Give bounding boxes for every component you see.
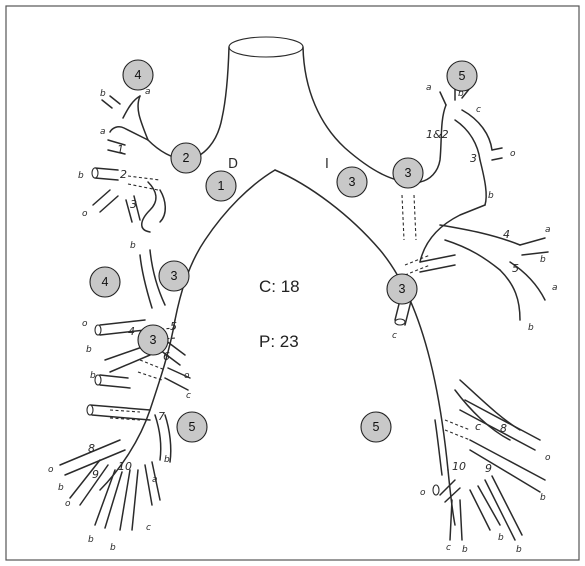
label-a: a	[552, 283, 558, 293]
marker-value: 3	[405, 166, 412, 180]
marker-circle: 3	[159, 261, 189, 291]
label-r3: 3	[130, 198, 137, 211]
label-o: o	[82, 209, 88, 219]
marker-circle: 5	[447, 61, 477, 91]
label-b: b	[110, 543, 116, 553]
label-r6: 6	[163, 350, 170, 363]
label-c: c	[392, 331, 397, 341]
label-b: b	[540, 255, 546, 265]
count-c-text: C: 18	[259, 277, 300, 296]
label-l8: 8	[500, 422, 507, 435]
label-l9: 9	[485, 462, 492, 475]
label-l-c: c	[475, 420, 481, 433]
label-b: b	[58, 483, 64, 493]
label-o: o	[65, 499, 71, 509]
label-o: o	[82, 319, 88, 329]
left-lower-branches	[433, 380, 545, 540]
label-o: o	[545, 453, 551, 463]
trachea	[185, 37, 420, 182]
label-a: a	[545, 225, 551, 235]
label-b: b	[78, 171, 84, 181]
marker-value: 5	[459, 69, 466, 83]
segment-markers: 4 5 2 1 3 3 4 3 3 3 5 5	[90, 60, 477, 442]
marker-circle: 4	[90, 267, 120, 297]
label-c: c	[476, 105, 481, 115]
label-l3: 3	[470, 152, 477, 165]
label-b: b	[462, 545, 468, 555]
marker-value: 4	[135, 68, 142, 82]
marker-circle: 4	[123, 60, 153, 90]
label-1-2: 1&2	[426, 128, 449, 141]
label-a: a	[152, 475, 158, 485]
label-b: b	[130, 241, 136, 251]
marker-circle: 5	[361, 412, 391, 442]
marker-circle: 5	[177, 412, 207, 442]
label-b: b	[100, 89, 106, 99]
label-l4: 4	[503, 228, 510, 241]
marker-circle: 3	[138, 325, 168, 355]
label-r8: 8	[88, 442, 95, 455]
marker-value: 3	[399, 282, 406, 296]
marker-value: 3	[349, 175, 356, 189]
label-r9: 9	[92, 468, 99, 481]
label-b: b	[528, 323, 534, 333]
label-b: b	[516, 545, 522, 555]
label-r2: 2	[120, 168, 127, 181]
label-d: D	[228, 157, 238, 172]
right-lower-branches	[60, 250, 190, 530]
label-c: c	[186, 391, 191, 401]
marker-circle: 3	[337, 167, 367, 197]
marker-value: 1	[218, 179, 225, 193]
label-r10: 10	[118, 460, 132, 473]
label-c: c	[446, 543, 451, 553]
label-b: b	[540, 493, 546, 503]
label-o: o	[510, 149, 516, 159]
marker-value: 3	[150, 333, 157, 347]
marker-value: 5	[373, 420, 380, 434]
marker-circle: 1	[206, 171, 236, 201]
marker-circle: 3	[393, 158, 423, 188]
label-b: b	[88, 535, 94, 545]
label-b: b	[488, 191, 494, 201]
label-b: b	[164, 455, 170, 465]
marker-circle: 2	[171, 143, 201, 173]
summary-counts: C: 18 P: 23	[259, 277, 300, 351]
label-a: a	[100, 127, 106, 137]
label-b: b	[86, 345, 92, 355]
label-b: b	[498, 533, 504, 543]
label-b: b	[90, 371, 96, 381]
label-i: I	[325, 157, 329, 172]
label-l10: 10	[452, 460, 466, 473]
label-o: o	[420, 488, 426, 498]
marker-circle: 3	[387, 274, 417, 304]
marker-value: 2	[183, 151, 190, 165]
label-r5: 5	[170, 320, 177, 333]
label-r1: 1	[117, 143, 124, 156]
count-p-text: P: 23	[259, 332, 299, 351]
label-r4: 4	[128, 325, 135, 338]
label-c: c	[146, 523, 151, 533]
marker-value: 3	[171, 269, 178, 283]
label-o: o	[48, 465, 54, 475]
label-r7: 7	[158, 410, 165, 423]
marker-value: 4	[102, 275, 109, 289]
label-a: a	[426, 83, 432, 93]
label-o: o	[184, 371, 190, 381]
marker-value: 5	[189, 420, 196, 434]
label-l5: 5	[512, 262, 519, 275]
label-a: a	[145, 87, 151, 97]
